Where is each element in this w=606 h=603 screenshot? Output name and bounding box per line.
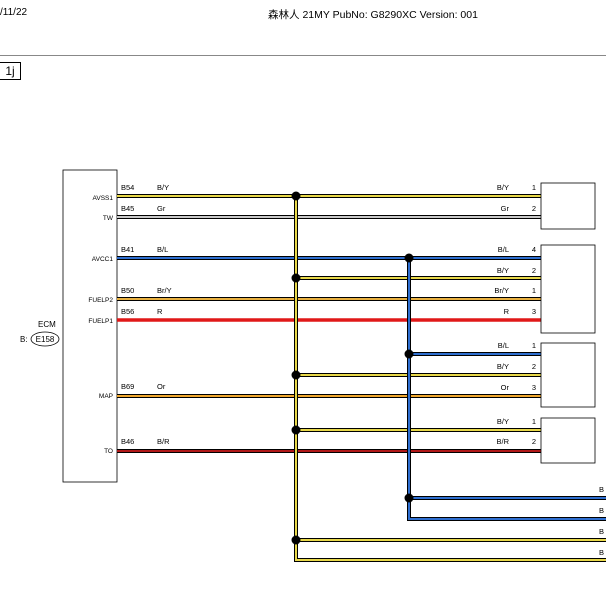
page-header-title: 森林人 21MY PubNo: G8290XC Version: 001 [268,9,478,21]
wire-color-code: B/Y [497,183,509,192]
header-divider [0,55,606,56]
wire-color-code: Gr [501,204,510,213]
ecm-pin-number: B54 [121,183,134,192]
component-box-sensor-4 [540,417,596,464]
ecm-pin-number: B41 [121,245,134,254]
wire-color-code: B/R [157,437,170,446]
ecm-connector-prefix: B: [20,335,28,344]
component-box-sensor-1 [540,182,596,230]
wire [407,258,606,521]
splice-point [291,425,301,435]
splice-point [404,493,414,503]
wire-color-code: R [504,307,510,316]
ecm-pin-number: B69 [121,382,134,391]
ecm-pin-number: B50 [121,286,134,295]
wire-color-code: R [157,307,163,316]
wire-color-code: B/L [498,245,509,254]
splice-point [291,370,301,380]
ecm-connector-oval [30,331,60,347]
edge-label: B [599,527,604,536]
ecm-pin-number: B46 [121,437,134,446]
component-pin-number: 1 [532,183,536,192]
ecm-pin-name: AVSS1 [93,195,114,202]
ecm-pin-name: MAP [99,393,113,400]
component-pin-number: 3 [532,383,536,392]
component-pin-number: 2 [532,266,536,275]
edge-label: B [599,485,604,494]
wire-color-code: B/Y [497,266,509,275]
ecm-pin-name: TO [104,448,113,455]
component-box-sensor-3 [540,342,596,408]
ecm-label: ECM [38,320,56,329]
splice-point [404,253,414,263]
splice-point [404,349,414,359]
page-date: /11/22 [0,7,28,18]
section-tab: 1j [0,62,21,80]
splice-point [291,535,301,545]
wire-color-code: B/L [498,341,509,350]
wire-color-code: B/Y [157,183,169,192]
component-pin-number: 2 [532,204,536,213]
component-pin-number: 1 [532,417,536,426]
component-pin-number: 1 [532,341,536,350]
component-pin-number: 4 [532,245,536,254]
wire-color-code: Or [501,383,510,392]
component-pin-number: 2 [532,362,536,371]
ecm-pin-name: FUELP1 [88,318,113,325]
ecm-pin-name: TW [103,215,114,222]
wire-color-code: Br/Y [157,286,172,295]
wire-color-code: Or [157,382,166,391]
edge-label: B [599,506,604,515]
edge-label: B [599,548,604,557]
ecm-pin-name: FUELP2 [88,297,113,304]
ecm-pin-name: AVCC1 [92,256,114,263]
wire-color-code: Br/Y [494,286,509,295]
wire-color-code: B/R [496,437,509,446]
component-pin-number: 1 [532,286,536,295]
ecm-box [62,169,118,483]
component-pin-number: 3 [532,307,536,316]
splice-point [291,273,301,283]
splice-point [291,191,301,201]
component-pin-number: 2 [532,437,536,446]
wire-color-code: B/L [157,245,168,254]
ecm-pin-number: B45 [121,204,134,213]
wire [294,196,606,562]
component-box-sensor-2 [540,244,596,334]
wire-color-code: Gr [157,204,166,213]
wire-color-code: B/Y [497,362,509,371]
ecm-connector-id: E158 [36,335,55,344]
ecm-pin-number: B56 [121,307,134,316]
wire-color-code: B/Y [497,417,509,426]
